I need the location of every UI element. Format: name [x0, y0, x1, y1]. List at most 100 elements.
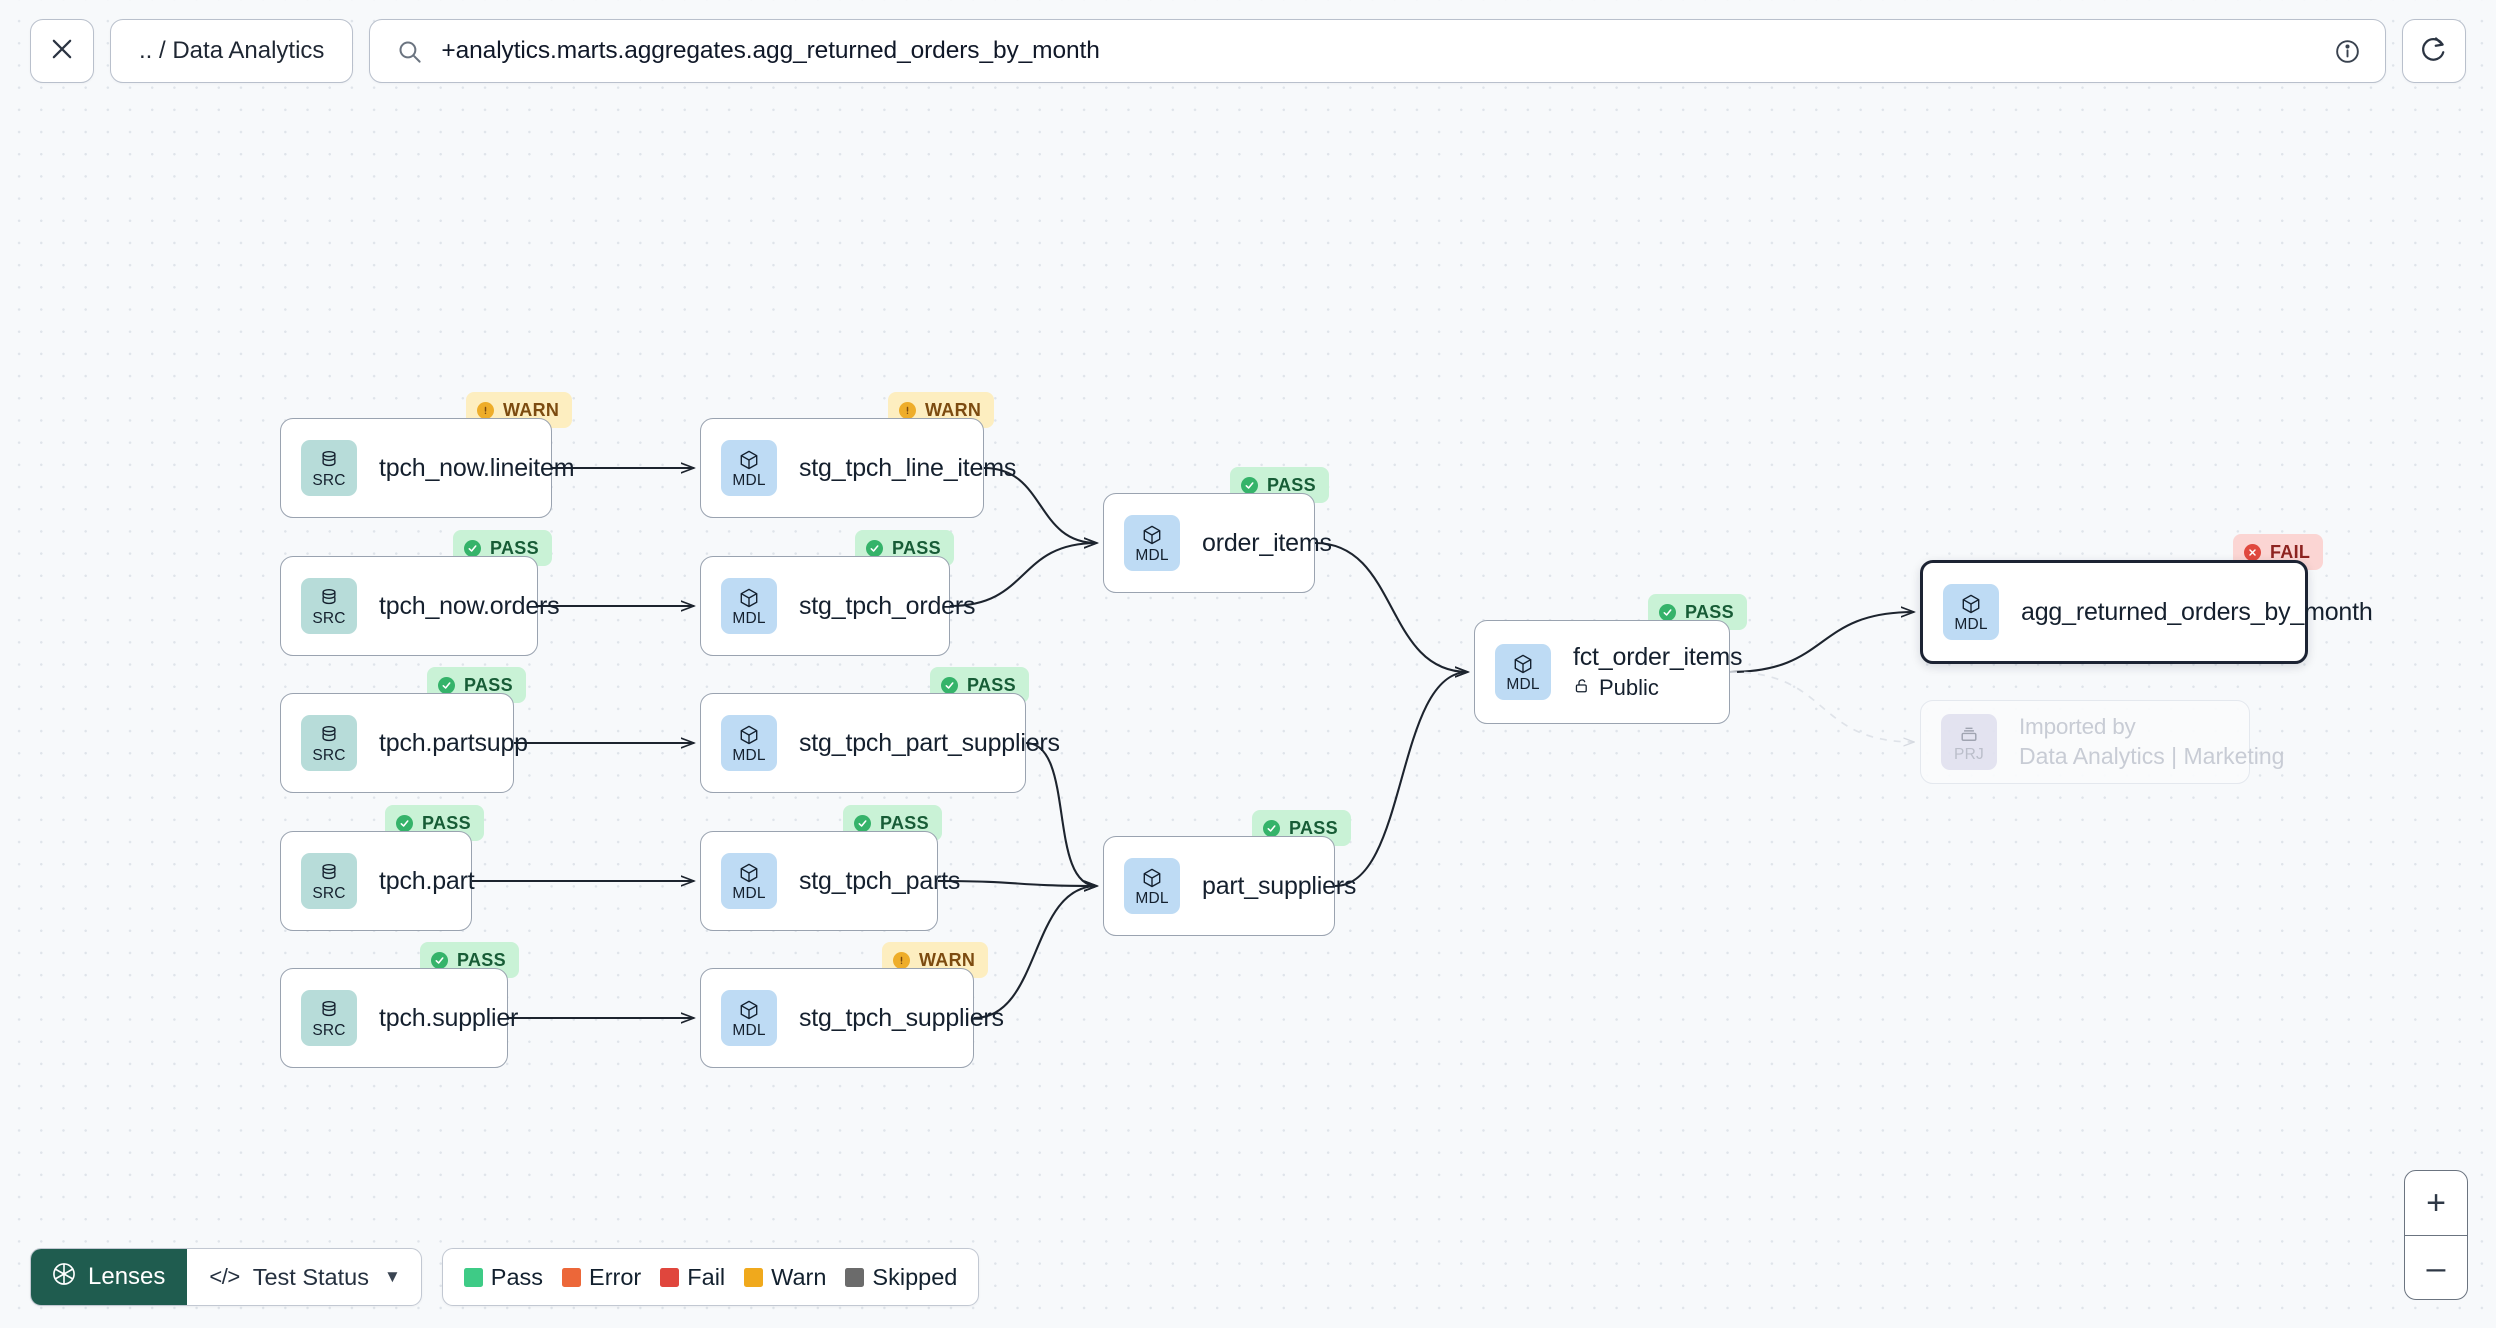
legend-label: Pass [490, 1263, 544, 1290]
graph-node-src_lineitem[interactable]: SRC tpch_now.lineitem [280, 418, 575, 518]
close-button[interactable] [30, 19, 94, 83]
src-type-icon: SRC [301, 990, 357, 1046]
unlock-icon [1573, 675, 1591, 701]
mdl-type-icon: MDL [721, 440, 777, 496]
node-name: fct_order_items [1573, 643, 1743, 671]
legend-item-skipped[interactable]: Skipped [845, 1264, 957, 1291]
status-dot-icon [941, 676, 958, 694]
node-name: tpch_now.lineitem [379, 453, 575, 482]
src-type-icon: SRC [301, 853, 357, 909]
status-dot-icon [866, 539, 883, 557]
graph-node-src_orders[interactable]: SRC tpch_now.orders [280, 556, 560, 656]
status-badge-label: WARN [503, 399, 560, 420]
legend-item-warn[interactable]: Warn [744, 1264, 826, 1291]
graph-edge [1729, 612, 1914, 674]
legend-item-fail[interactable]: Fail [660, 1264, 725, 1291]
node-text: stg_tpch_parts [799, 867, 960, 896]
legend-label: Skipped [872, 1263, 958, 1290]
legend-item-error[interactable]: Error [562, 1264, 641, 1291]
graph-node-stg_orders[interactable]: MDL stg_tpch_orders [700, 556, 975, 656]
node-name: tpch.supplier [379, 1003, 519, 1032]
graph-node-stg_line_items[interactable]: MDL stg_tpch_line_items [700, 418, 1016, 518]
node-name: tpch_now.orders [379, 591, 560, 620]
mdl-type-icon: MDL [721, 578, 777, 634]
graph-edge [949, 543, 1097, 608]
status-badge-label: PASS [422, 812, 471, 833]
node-text: stg_tpch_orders [799, 592, 975, 621]
zoom-controls: + – [2404, 1170, 2468, 1300]
legend-label: Fail [687, 1263, 726, 1290]
status-dot-icon [464, 539, 481, 557]
graph-edge [1334, 672, 1468, 888]
node-text: tpch.supplier [379, 1004, 518, 1033]
node-text: stg_tpch_part_suppliers [799, 729, 1060, 758]
graph-edge [1025, 741, 1097, 886]
test-status-selector[interactable]: </> Test Status ▼ [187, 1249, 420, 1305]
zoom-in-button[interactable]: + [2405, 1171, 2467, 1235]
node-name: stg_tpch_part_suppliers [799, 728, 1060, 757]
node-name: stg_tpch_orders [799, 591, 976, 620]
node-name: stg_tpch_line_items [799, 453, 1017, 482]
refresh-button[interactable] [2402, 19, 2466, 83]
status-badge-label: PASS [880, 812, 929, 833]
status-badge-label: PASS [1685, 601, 1734, 622]
mdl-type-icon: MDL [1124, 515, 1180, 571]
search-bar[interactable] [369, 19, 2386, 83]
status-badge-label: PASS [892, 537, 941, 558]
src-type-icon: SRC [301, 578, 357, 634]
graph-edge [1729, 671, 1914, 742]
graph-edge [983, 466, 1097, 543]
bottom-toolbar: Lenses </> Test Status ▼ Pass Error Fail Wa… [30, 1248, 980, 1306]
graph-node-src_part[interactable]: SRC tpch.part [280, 831, 475, 931]
breadcrumb-label: .. / Data Analytics [139, 37, 325, 64]
status-dot-icon [854, 814, 871, 832]
graph-node-stg_suppliers[interactable]: MDL stg_tpch_suppliers [700, 968, 1004, 1068]
status-dot-icon [2244, 543, 2261, 561]
search-input[interactable] [441, 37, 2316, 65]
legend-item-pass[interactable]: Pass [463, 1263, 544, 1291]
chevron-down-icon: ▼ [383, 1267, 401, 1286]
node-name: agg_returned_orders_by_month [2021, 597, 2373, 626]
status-legend: Pass Error Fail Warn Skipped [441, 1248, 980, 1306]
node-name: tpch.partsupp [379, 728, 528, 757]
status-dot-icon [477, 401, 494, 419]
node-text: order_items [1202, 529, 1332, 558]
node-text: agg_returned_orders_by_month [2021, 598, 2373, 627]
mdl-type-icon: MDL [721, 990, 777, 1046]
node-text: stg_tpch_suppliers [799, 1004, 1004, 1033]
plus-icon: + [2426, 1184, 2446, 1222]
info-icon[interactable] [2334, 38, 2361, 65]
lenses-button[interactable]: Lenses [31, 1249, 188, 1305]
legend-swatch [562, 1267, 582, 1287]
breadcrumb[interactable]: .. / Data Analytics [110, 19, 354, 83]
legend-swatch [744, 1267, 764, 1287]
status-badge-label: WARN [925, 399, 982, 420]
status-dot-icon [1659, 603, 1676, 621]
zoom-out-button[interactable]: – [2405, 1235, 2467, 1299]
node-name: part_suppliers [1202, 871, 1357, 900]
status-badge-label: PASS [490, 537, 539, 558]
src-type-icon: SRC [301, 440, 357, 496]
graph-node-order_items[interactable]: MDL order_items [1103, 493, 1332, 593]
node-name: order_items [1202, 528, 1332, 557]
node-text: tpch_now.orders [379, 591, 560, 621]
status-dot-icon [1263, 819, 1280, 837]
lenses-label: Lenses [88, 1263, 166, 1290]
node-name: Imported by [2019, 714, 2136, 739]
graph-node-src_supplier[interactable]: SRC tpch.supplier [280, 968, 518, 1068]
node-name: tpch.part [379, 866, 475, 895]
mdl-type-icon: MDL [1495, 644, 1551, 700]
node-name: stg_tpch_suppliers [799, 1003, 1004, 1032]
status-dot-icon [893, 951, 910, 969]
node-text: tpch.partsupp [379, 729, 528, 758]
status-badge-label: PASS [457, 949, 506, 970]
